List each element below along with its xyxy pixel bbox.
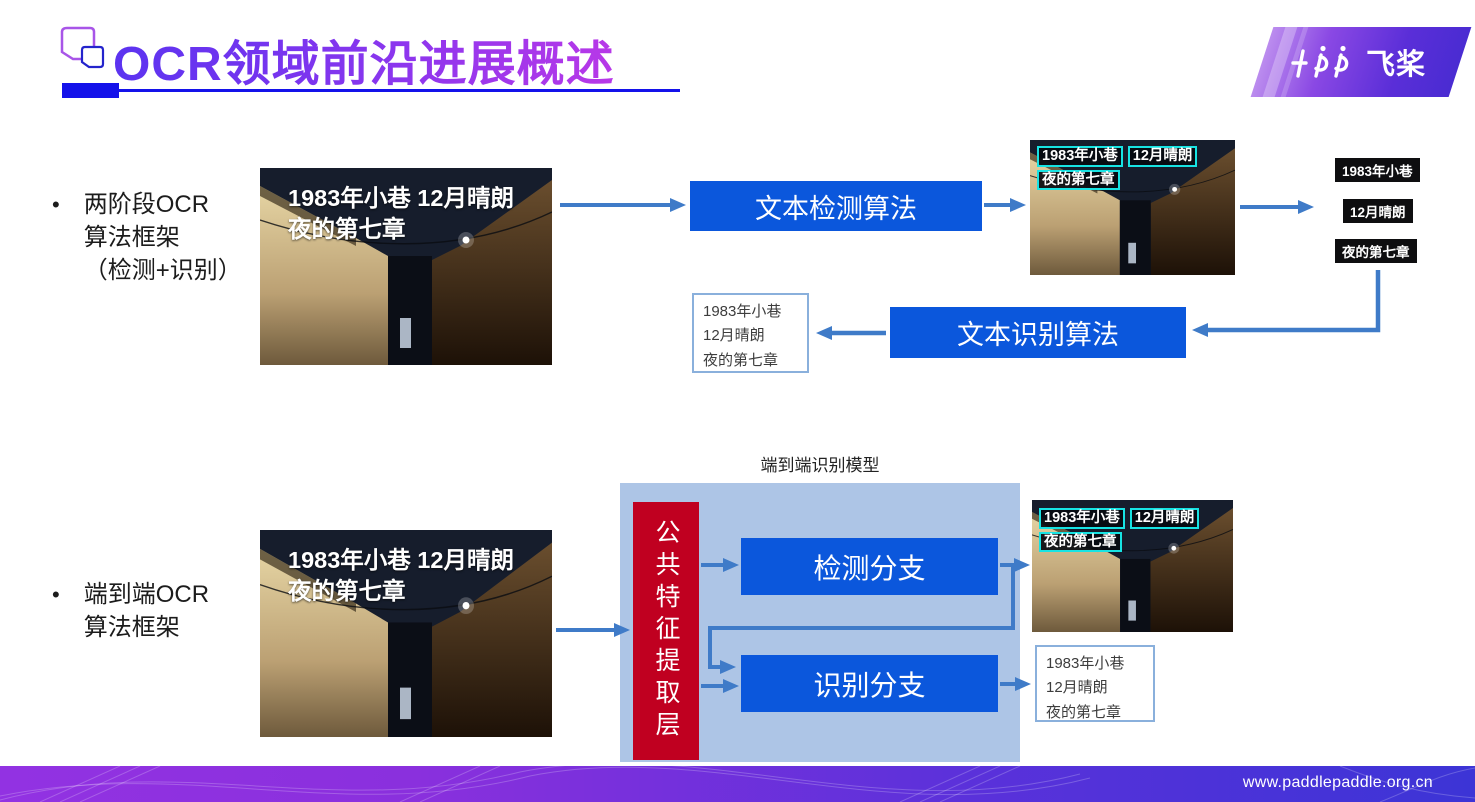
result-line: 夜的第七章 bbox=[703, 351, 779, 369]
footer-url: www.paddlepaddle.org.cn bbox=[1242, 774, 1433, 791]
result-line: 1983年小巷 bbox=[703, 303, 782, 320]
shared-feature-layer-box: 公共特征提取层 bbox=[633, 502, 699, 760]
image-text-line: 1983年小巷 12月晴朗 bbox=[288, 547, 514, 573]
result-line: 12月晴朗 bbox=[1046, 679, 1108, 697]
image-text-line: 夜的第七章 bbox=[288, 216, 406, 243]
detected-text-box: 12月晴朗 bbox=[1129, 508, 1200, 529]
bullet-line: 算法框架 bbox=[83, 614, 180, 642]
text-detection-algorithm-box: 文本检测算法 bbox=[690, 181, 982, 231]
footer-bar: www.paddlepaddle.org.cn bbox=[0, 766, 1475, 802]
title-squares-icon bbox=[60, 26, 105, 69]
detected-text-box: 12月晴朗 bbox=[1127, 146, 1198, 167]
bullet-e2e-ocr: • 端到端OCR 算法框架 bbox=[52, 578, 209, 644]
source-image-bottom: 1983年小巷 12月晴朗 夜的第七章 bbox=[260, 530, 552, 737]
image-text-overlay: 1983年小巷 12月晴朗 夜的第七章 bbox=[288, 183, 514, 245]
detected-text-box: 1983年小巷 bbox=[1037, 146, 1123, 167]
detected-text-box: 1983年小巷 bbox=[1039, 508, 1125, 529]
e2e-model-label: 端到端识别模型 bbox=[760, 456, 880, 475]
detected-text-box: 夜的第七章 bbox=[1039, 531, 1122, 553]
logo-text: 飞桨 bbox=[1365, 49, 1426, 81]
detection-branch-box: 检测分支 bbox=[741, 538, 998, 595]
bullet-line: 算法框架 bbox=[83, 224, 180, 252]
detected-text-box: 夜的第七章 bbox=[1037, 169, 1120, 191]
result-line: 12月晴朗 bbox=[703, 327, 765, 345]
bullet-dot: • bbox=[52, 582, 60, 607]
bullet-line: 端到端OCR bbox=[83, 581, 210, 608]
alley-photo-art bbox=[260, 530, 552, 737]
paddlepaddle-logo: 飞桨 bbox=[1250, 27, 1472, 97]
bullet-dot: • bbox=[52, 192, 60, 217]
result-line: 1983年小巷 bbox=[1046, 655, 1125, 672]
text-crop: 夜的第七章 bbox=[1335, 239, 1417, 263]
bullet-line: （检测+识别） bbox=[83, 257, 242, 285]
image-text-line: 夜的第七章 bbox=[288, 578, 406, 605]
text-recognition-algorithm-box: 文本识别算法 bbox=[890, 307, 1186, 358]
text-crop: 12月晴朗 bbox=[1343, 199, 1413, 223]
recognition-result-top: 1983年小巷 12月晴朗 夜的第七章 bbox=[692, 293, 809, 373]
source-image-top: 1983年小巷 12月晴朗 夜的第七章 bbox=[260, 168, 552, 365]
recognition-result-bottom: 1983年小巷 12月晴朗 夜的第七章 bbox=[1035, 645, 1155, 722]
bullet-line: 两阶段OCR bbox=[83, 191, 210, 218]
image-text-line: 1983年小巷 12月晴朗 bbox=[288, 185, 514, 211]
page-title: OCR领域前沿进展概述 bbox=[113, 24, 615, 94]
text-crop: 1983年小巷 bbox=[1335, 158, 1420, 182]
bullet-two-stage-ocr: • 两阶段OCR 算法框架 （检测+识别） bbox=[52, 188, 242, 287]
footer-decoration bbox=[0, 766, 1475, 802]
title-underline bbox=[62, 89, 680, 92]
result-line: 夜的第七章 bbox=[1046, 703, 1122, 721]
paddlepaddle-logo-mark bbox=[1291, 45, 1349, 78]
recognition-branch-box: 识别分支 bbox=[741, 655, 998, 712]
image-text-overlay: 1983年小巷 12月晴朗 夜的第七章 bbox=[288, 545, 514, 607]
alley-photo-art bbox=[260, 168, 552, 365]
